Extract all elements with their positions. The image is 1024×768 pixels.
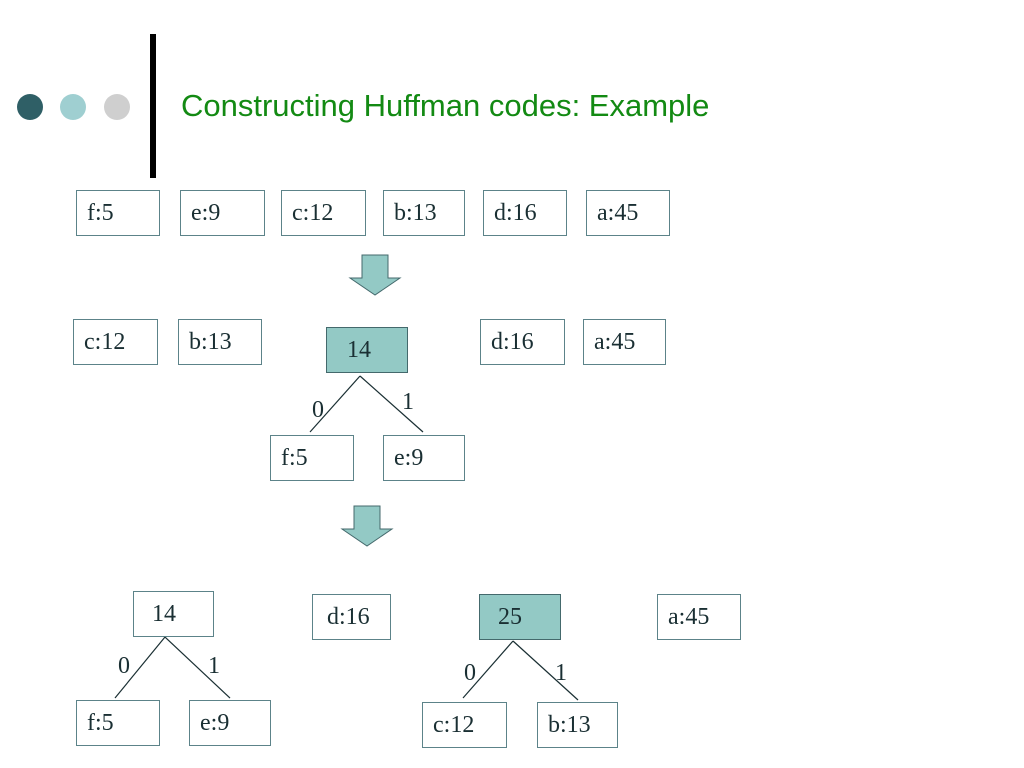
node-a45: a:45 <box>657 594 741 640</box>
edge-row2-left <box>309 375 361 433</box>
node-b13: b:13 <box>383 190 465 236</box>
subtree-root-14: 14 <box>133 591 214 637</box>
slide-title: Constructing Huffman codes: Example <box>181 88 710 123</box>
node-f5: f:5 <box>76 190 160 236</box>
node-e9: e:9 <box>180 190 265 236</box>
node-c12: c:12 <box>73 319 158 365</box>
edge-row3b-right <box>512 640 579 701</box>
leaf-b13: b:13 <box>537 702 618 748</box>
edge-row3a-left <box>114 636 166 699</box>
leaf-f5: f:5 <box>76 700 160 746</box>
decor-dot-dark <box>17 94 43 120</box>
down-arrow-icon <box>340 505 394 547</box>
node-a45: a:45 <box>583 319 666 365</box>
decor-dot-teal <box>60 94 86 120</box>
node-d16: d:16 <box>480 319 565 365</box>
merged-node-14: 14 <box>326 327 408 373</box>
edge-label-1: 1 <box>402 389 414 415</box>
down-arrow-icon <box>348 254 402 296</box>
leaf-c12: c:12 <box>422 702 507 748</box>
edge-label-1: 1 <box>555 660 567 686</box>
node-a45: a:45 <box>586 190 670 236</box>
edge-label-1: 1 <box>208 653 220 679</box>
title-divider <box>150 34 156 178</box>
edge-label-0: 0 <box>312 397 324 423</box>
node-c12: c:12 <box>281 190 366 236</box>
node-d16: d:16 <box>312 594 391 640</box>
merged-node-25: 25 <box>479 594 561 640</box>
edge-label-0: 0 <box>464 660 476 686</box>
edge-row2-right <box>359 375 424 433</box>
leaf-f5: f:5 <box>270 435 354 481</box>
edge-label-0: 0 <box>118 653 130 679</box>
leaf-e9: e:9 <box>189 700 271 746</box>
node-d16: d:16 <box>483 190 567 236</box>
decor-dot-gray <box>104 94 130 120</box>
leaf-e9: e:9 <box>383 435 465 481</box>
node-b13: b:13 <box>178 319 262 365</box>
edge-row3a-right <box>164 636 231 699</box>
edge-row3b-left <box>462 640 514 699</box>
